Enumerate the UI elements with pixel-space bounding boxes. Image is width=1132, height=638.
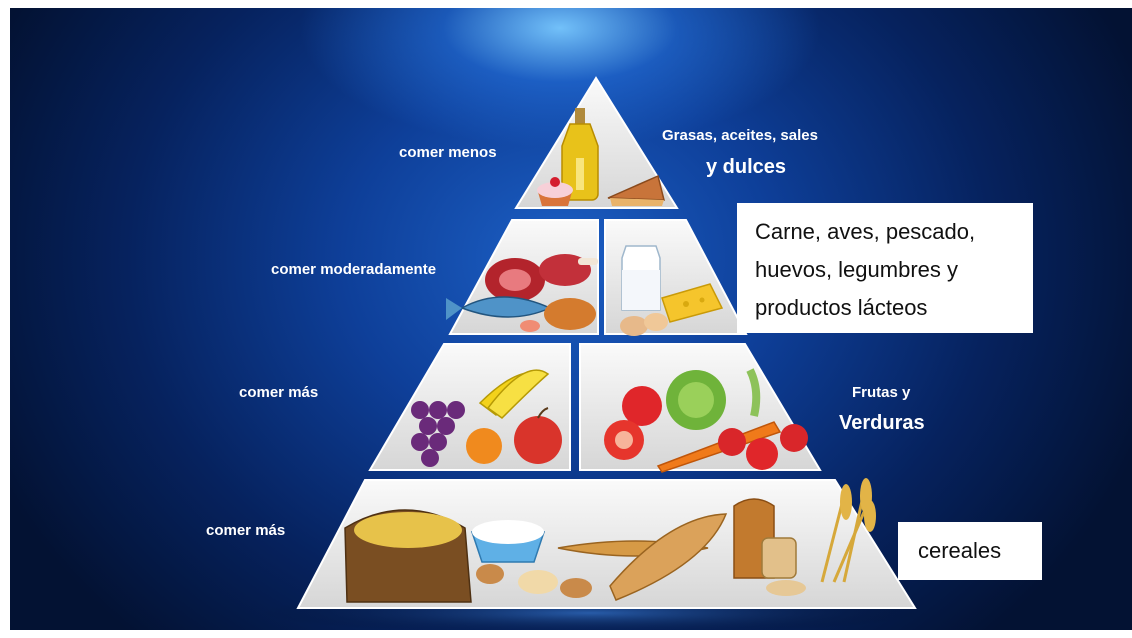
fruit-illustration xyxy=(411,369,562,467)
protein-callout-line3: productos lácteos xyxy=(755,295,928,320)
cupcake-illustration xyxy=(537,177,573,206)
label-fats-line2: y dulces xyxy=(706,156,787,178)
dairy-eggs-illustration xyxy=(620,245,724,336)
label-eat-more-fruits: comer más xyxy=(239,384,319,401)
grains-illustration xyxy=(344,478,876,603)
label-eat-more-grains: comer más xyxy=(206,522,286,539)
label-eat-moderately: comer moderadamente xyxy=(271,261,437,278)
label-fruits-line2: Verduras xyxy=(839,412,925,434)
protein-callout-box: Carne, aves, pescado, huevos, legumbres … xyxy=(737,203,1033,333)
vegetable-illustration xyxy=(604,368,808,473)
protein-callout-line2: huevos, legumbres y xyxy=(755,257,958,282)
label-fats-line1: Grasas, aceites, sales xyxy=(662,127,818,144)
pyramid-graphic xyxy=(260,76,920,630)
cereals-callout-box: cereales xyxy=(898,522,1042,580)
cereals-callout-text: cereales xyxy=(918,538,1002,563)
meat-fish-illustration xyxy=(446,254,598,332)
label-eat-less: comer menos xyxy=(399,144,497,161)
label-fruits-line1: Frutas y xyxy=(852,384,911,401)
protein-callout-line1: Carne, aves, pescado, xyxy=(755,219,976,244)
pie-slice-illustration xyxy=(607,174,665,206)
